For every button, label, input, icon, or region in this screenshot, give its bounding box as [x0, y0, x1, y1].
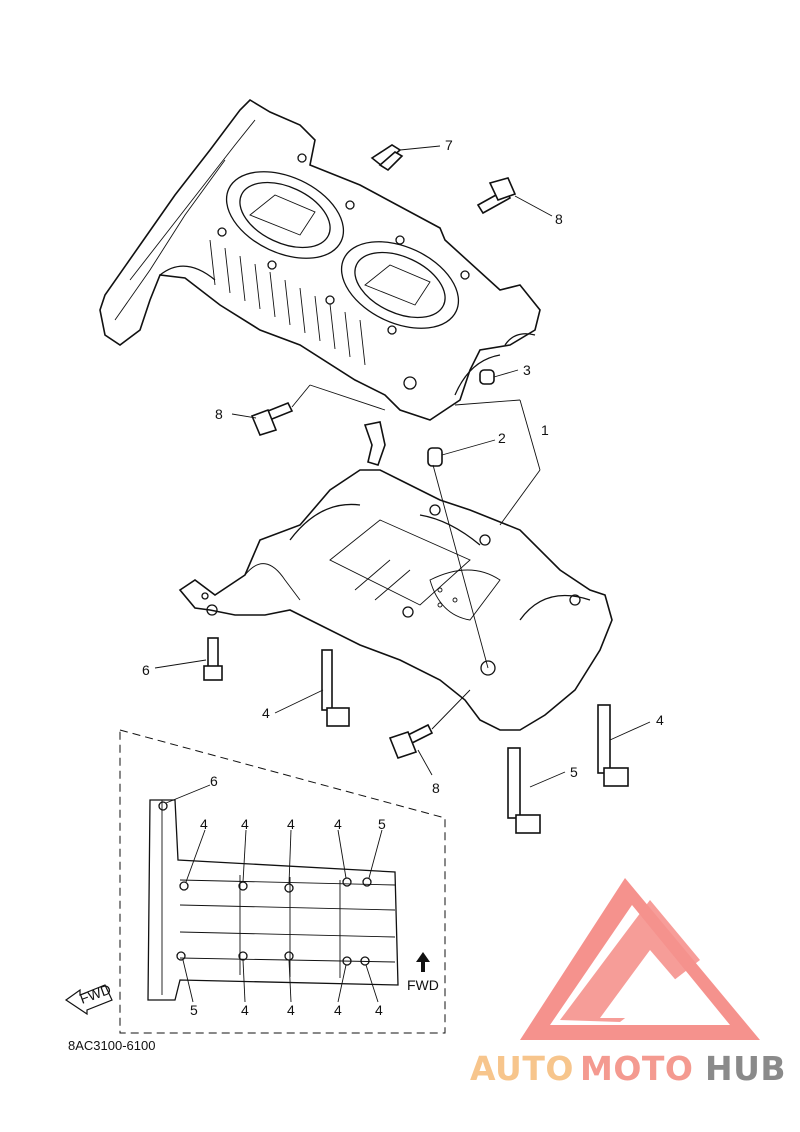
dowel-pin-2	[427, 447, 443, 467]
inset-label-bottom-2: 4	[241, 1002, 249, 1018]
callout-8-center: 8	[432, 780, 440, 796]
inset-label-bottom-5: 4	[375, 1002, 383, 1018]
callout-8-left: 8	[215, 406, 223, 422]
callout-6: 6	[142, 662, 150, 678]
inset-label-top-2: 4	[200, 816, 208, 832]
inset-label-bottom-3: 4	[287, 1002, 295, 1018]
watermark-part-hub: HUB	[705, 1049, 786, 1088]
bolt-4-center	[321, 649, 350, 727]
leader-lines	[154, 145, 651, 788]
callout-1: 1	[541, 422, 549, 438]
inset-label-top-6: 5	[378, 816, 386, 832]
watermark-part-auto: AUTO	[470, 1049, 574, 1088]
bolt-8-center	[388, 723, 434, 759]
callout-7: 7	[445, 137, 453, 153]
lower-crankcase	[178, 421, 613, 731]
inset-label-bottom-4: 4	[334, 1002, 342, 1018]
bolt-8-left	[250, 401, 294, 436]
bolt-5	[507, 747, 541, 834]
callout-4-center: 4	[262, 705, 270, 721]
callout-5: 5	[570, 764, 578, 780]
fwd-label: FWD	[407, 977, 439, 993]
inset-label-top-1: 6	[210, 773, 218, 789]
callout-8-upper: 8	[555, 211, 563, 227]
automotohub-logo-icon	[520, 878, 760, 1040]
inset-label-top-5: 4	[334, 816, 342, 832]
callout-3: 3	[523, 362, 531, 378]
bolt-6	[203, 637, 223, 681]
bolt-pattern-inset: 6 4 4 4 4 5 5 4 4 4 4 FWD	[119, 729, 446, 1034]
callout-4-right: 4	[656, 712, 664, 728]
bolt-4-right	[597, 704, 629, 787]
forward-arrow-icon	[416, 952, 430, 972]
part-code: 8AC3100-6100	[68, 1038, 155, 1053]
bolt-8-upper	[476, 177, 517, 215]
fwd-stamp-icon: FWD	[64, 981, 113, 1016]
dowel-pin-3	[479, 369, 495, 385]
callout-2: 2	[498, 430, 506, 446]
inset-frame	[119, 729, 446, 1034]
inset-label-bottom-1: 5	[190, 1002, 198, 1018]
automotohub-watermark: AUTO MOTO HUB	[470, 1049, 786, 1088]
upper-crankcase	[99, 98, 541, 421]
inset-label-top-3: 4	[241, 816, 249, 832]
stud-bolt-7	[370, 144, 404, 172]
inset-label-top-4: 4	[287, 816, 295, 832]
watermark-part-moto: MOTO	[580, 1049, 693, 1088]
